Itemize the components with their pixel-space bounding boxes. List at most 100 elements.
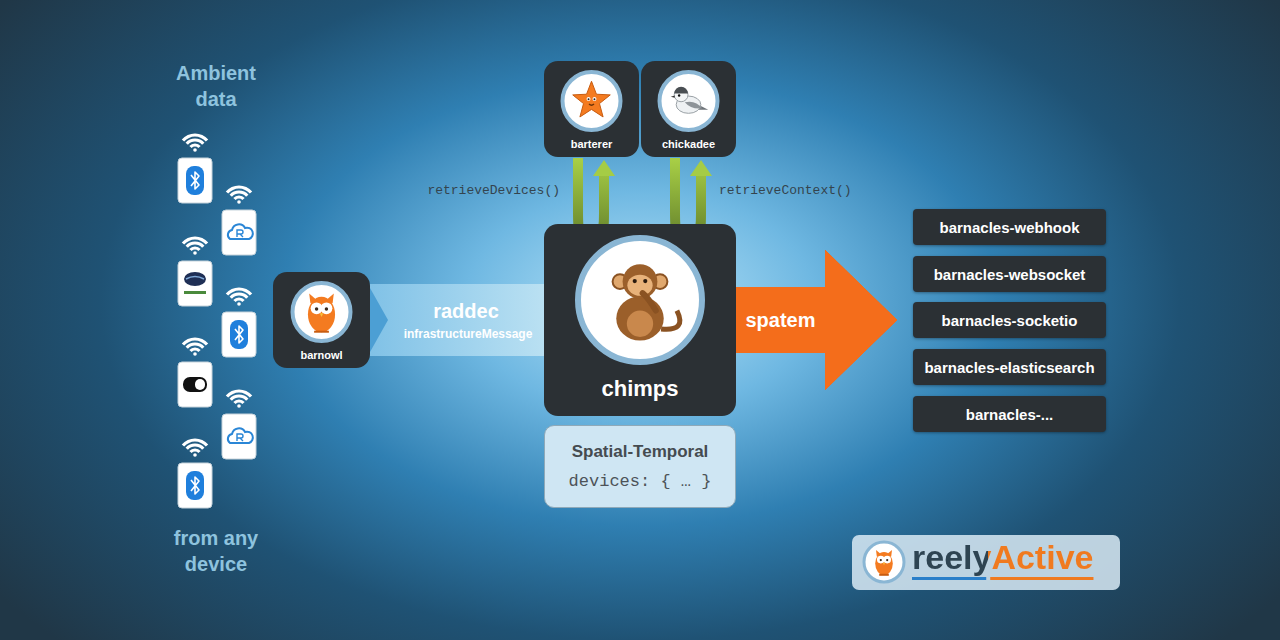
cloud-mark xyxy=(237,230,243,237)
signal-dot xyxy=(237,200,241,204)
device-card xyxy=(222,414,256,459)
icon-ring xyxy=(660,72,718,130)
cloud-symbol xyxy=(228,224,253,239)
node-title: barnacles-elasticsearch xyxy=(924,359,1094,376)
edge-label: retrieveDevices() xyxy=(427,183,560,198)
owl-face xyxy=(321,302,333,314)
owl-feet xyxy=(314,331,329,333)
signal-arc xyxy=(186,241,205,247)
signal-arc xyxy=(230,394,249,400)
output-box: barnacles-socketio xyxy=(913,302,1106,338)
signal-arc xyxy=(182,133,208,141)
logo-panel xyxy=(852,535,1120,590)
output-arrow xyxy=(736,250,897,390)
node-title: chickadee xyxy=(662,138,715,150)
enocean-bar xyxy=(184,291,206,294)
signal-arc xyxy=(182,337,208,345)
signal-dot xyxy=(193,453,197,457)
device-icon xyxy=(178,337,212,407)
connector xyxy=(736,250,897,390)
device-card xyxy=(222,312,256,357)
service-box: barnowl xyxy=(273,272,370,368)
signal-arc xyxy=(189,143,200,148)
arrowhead xyxy=(593,160,615,176)
animal xyxy=(573,81,611,117)
signal-dot xyxy=(193,352,197,356)
connector xyxy=(736,250,897,390)
section-heading: Ambient data xyxy=(156,60,276,112)
node-title: Spatial-Temporal xyxy=(572,442,709,462)
signal-dot xyxy=(193,148,197,152)
wifi-logo xyxy=(183,377,207,392)
signal-dot xyxy=(237,404,241,408)
cloud-symbol xyxy=(228,428,253,443)
node-title: chimps xyxy=(601,376,678,402)
node-title: barnacles-webhook xyxy=(939,219,1079,236)
device-icon xyxy=(178,133,212,203)
cloud-mark xyxy=(237,434,243,441)
bird-eye xyxy=(678,94,680,96)
output-box: barnacles-webhook xyxy=(913,209,1106,245)
signal-arc xyxy=(182,438,208,446)
edge-label: raddec xyxy=(433,300,499,323)
signal-arc xyxy=(182,236,208,244)
icon-ring xyxy=(578,238,702,362)
owl-body xyxy=(308,297,335,332)
signal-arc xyxy=(189,448,200,453)
wifi-logo-inner xyxy=(195,379,205,390)
node-title: barterer xyxy=(571,138,613,150)
enocean-logo xyxy=(184,272,206,286)
node-title: barnacles-websocket xyxy=(934,266,1086,283)
device-card xyxy=(222,210,256,255)
device-card xyxy=(178,261,212,306)
logo-text: reelyActive xyxy=(912,539,1093,576)
starfish-eye xyxy=(587,97,591,101)
service-box: chickadee xyxy=(641,61,736,157)
device-icon xyxy=(222,287,256,357)
signal-dot xyxy=(193,251,197,255)
owl-eye xyxy=(325,307,328,310)
signal-arc xyxy=(226,287,252,295)
starfish-mouth xyxy=(589,104,594,105)
animal xyxy=(671,87,708,114)
bird-beak xyxy=(671,96,675,98)
signal-arc xyxy=(226,185,252,193)
connector xyxy=(736,250,897,390)
signal-arc xyxy=(189,347,200,352)
logo-underline xyxy=(912,577,986,580)
signal-arc xyxy=(226,389,252,397)
connector xyxy=(736,250,897,390)
bluetooth-badge xyxy=(186,166,204,195)
icon-ring xyxy=(293,283,351,341)
owl-beak xyxy=(320,313,323,317)
starfish-pupil xyxy=(593,98,595,100)
output-arrow xyxy=(736,250,897,390)
core-service-box: chimps xyxy=(544,224,736,416)
section-footer: from any device xyxy=(156,525,276,577)
node-title: barnacles-... xyxy=(966,406,1054,423)
message-type: infrastructureMessage xyxy=(388,327,548,343)
output-arrow xyxy=(736,250,897,390)
node-title: barnowl xyxy=(300,349,342,361)
monkey-arm xyxy=(643,293,656,310)
signal-arc xyxy=(233,195,244,200)
monkey-belly xyxy=(627,311,653,337)
enocean-wave xyxy=(186,277,204,280)
device-icon xyxy=(222,185,256,255)
signal-arc xyxy=(189,246,200,251)
signal-arc xyxy=(233,399,244,404)
signal-arc xyxy=(186,443,205,449)
output-box: barnacles-... xyxy=(913,396,1106,432)
node-title: barnacles-socketio xyxy=(942,312,1078,329)
bluetooth-rune xyxy=(191,477,199,494)
animal xyxy=(613,264,680,340)
owl-body xyxy=(875,552,893,575)
device-card xyxy=(178,463,212,508)
owl-feet xyxy=(879,574,889,576)
signal-arc xyxy=(186,138,205,144)
data-band xyxy=(370,284,544,356)
arrowhead xyxy=(690,160,712,176)
logo-owl xyxy=(875,550,893,575)
edge-label: spatem xyxy=(745,309,815,332)
monkey-eye xyxy=(633,279,637,283)
